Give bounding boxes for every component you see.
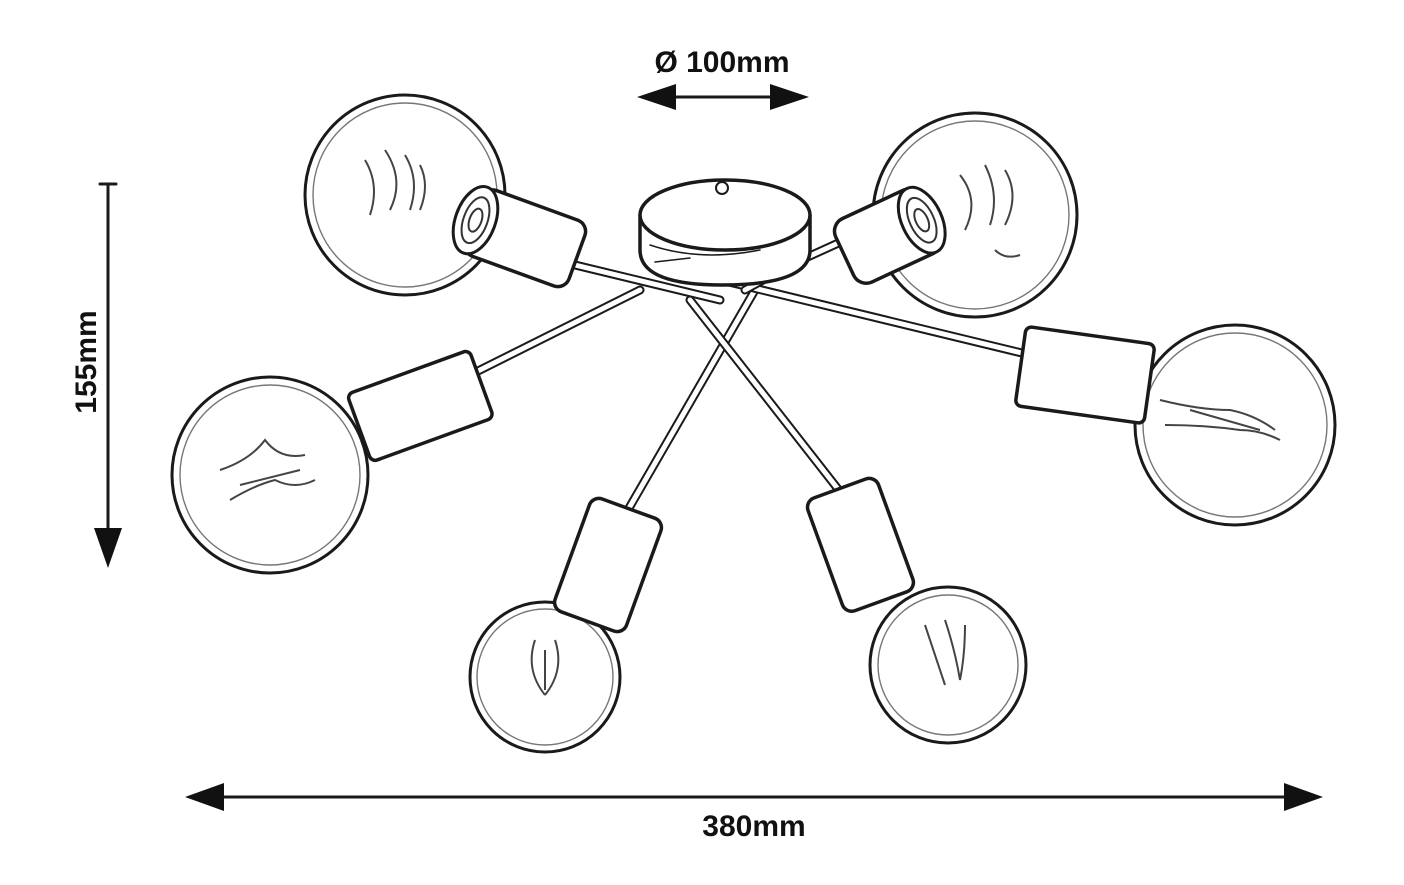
bulb-bottom-right xyxy=(805,476,1028,745)
height-label: 155mm xyxy=(70,310,103,413)
diameter-label: Ø 100mm xyxy=(654,46,789,79)
bulb-left xyxy=(170,349,494,575)
width-arrow-right-icon xyxy=(1284,783,1323,811)
socket-top-right xyxy=(832,185,947,285)
canopy-top xyxy=(638,178,812,252)
diameter-dimension: Ø 100mm xyxy=(637,46,809,110)
width-dimension: 380mm xyxy=(185,783,1323,843)
socket-left xyxy=(346,349,494,463)
height-arrow-down-icon xyxy=(94,528,122,568)
socket-bottom-left xyxy=(552,496,664,634)
socket-top-left xyxy=(451,185,588,289)
ceiling-canopy xyxy=(638,178,812,287)
diameter-arrow-left-icon xyxy=(637,84,676,110)
diameter-arrow-right-icon xyxy=(770,84,809,110)
bulb-top-right xyxy=(832,111,1079,319)
socket-right xyxy=(1014,325,1156,425)
bulb-top-left xyxy=(303,93,588,297)
width-arrow-left-icon xyxy=(185,783,224,811)
height-dimension: 155mm xyxy=(70,182,122,568)
bulb-bottom-left xyxy=(468,496,664,754)
canopy-screw-icon xyxy=(715,181,729,195)
socket-bottom-right xyxy=(805,476,916,613)
width-label: 380mm xyxy=(702,810,805,843)
bulb-right xyxy=(1014,323,1337,527)
